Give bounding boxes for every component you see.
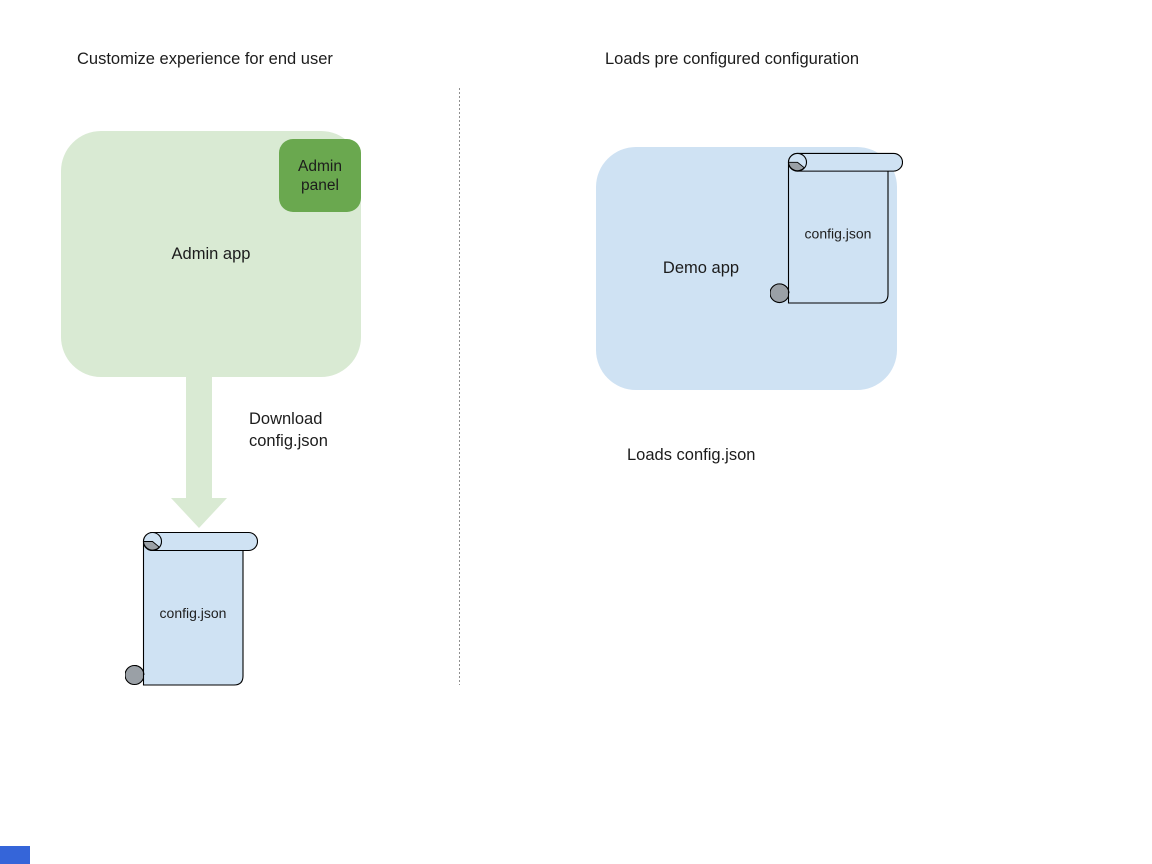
scroll-top-curl-shade [788, 161, 805, 172]
scroll-top-curl-shade [143, 541, 160, 551]
right-section-title: Loads pre configured configuration [605, 50, 860, 68]
config-json-label-right: config.json [805, 225, 872, 241]
admin-panel-label: Admin panel [298, 157, 342, 194]
admin-app-label: Admin app [171, 244, 251, 263]
section-divider [459, 88, 460, 685]
config-json-scroll-left: config.json [125, 531, 258, 686]
loads-config-caption: Loads config.json [627, 446, 756, 464]
scroll-bottom-curl-line [779, 283, 790, 294]
config-json-label-left: config.json [160, 605, 227, 621]
corner-accent [0, 846, 30, 864]
download-arrow-icon [171, 377, 227, 528]
scroll-body [142, 540, 244, 686]
config-json-scroll-right: config.json [770, 152, 903, 304]
scroll-body [787, 161, 889, 304]
scroll-bottom-curl-line [134, 665, 145, 676]
download-config-annotation: Download config.json [249, 410, 328, 450]
left-section-title: Customize experience for end user [77, 50, 333, 68]
admin-panel-box: Admin panel [279, 139, 361, 212]
demo-app-label: Demo app [662, 259, 740, 277]
